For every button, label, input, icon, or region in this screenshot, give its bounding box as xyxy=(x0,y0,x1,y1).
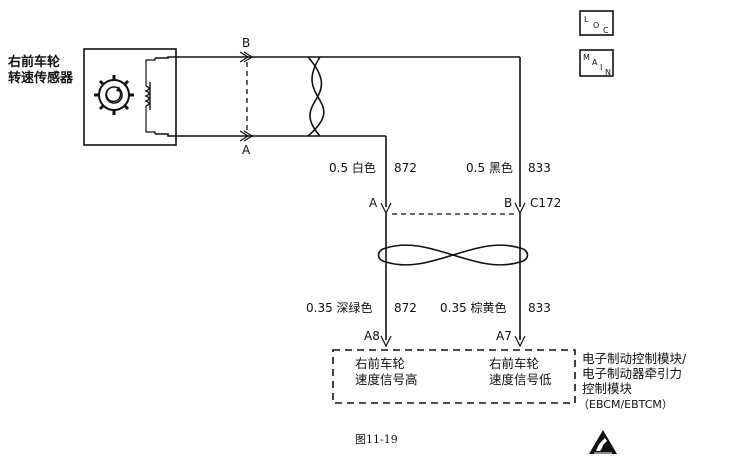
module-name-line4: （EBCM/EBTCM） xyxy=(578,398,673,411)
module-name-line2: 电子制动器牵引力 xyxy=(582,366,682,381)
wire-right-lower-spec: 0.35 棕黄色 xyxy=(440,300,507,315)
twisted-pair-vertical xyxy=(307,56,325,137)
sensor-name-line2: 转速传感器 xyxy=(8,70,74,86)
figure-caption: 图11-19 xyxy=(355,433,398,446)
svg-text:I: I xyxy=(600,63,602,72)
module-pin-a7: A7 xyxy=(496,329,512,343)
wheel-speed-sensor xyxy=(83,48,177,146)
svg-text:M: M xyxy=(583,53,590,62)
signal-high-line1: 右前车轮 xyxy=(355,356,405,371)
module-name-line1: 电子制动控制模块/ xyxy=(582,351,687,366)
wire-left-lower-spec: 0.35 深绿色 xyxy=(306,300,373,315)
sensor-name-line1: 右前车轮 xyxy=(7,54,60,70)
c172-pin-b: B xyxy=(504,196,512,210)
svg-text:O: O xyxy=(593,21,599,30)
signal-low-line2: 速度信号低 xyxy=(489,372,552,387)
sensor-wires xyxy=(176,51,521,207)
reluctor-wheel-icon xyxy=(94,75,134,115)
sensor-terminal-a: A xyxy=(242,143,251,157)
wire-left-lower-circuit: 872 xyxy=(394,301,417,315)
pickup-coil-icon xyxy=(144,58,156,134)
module-name-line3: 控制模块 xyxy=(582,381,633,396)
sensor-terminal-b: B xyxy=(242,36,250,50)
svg-text:L: L xyxy=(584,15,589,24)
svg-text:A: A xyxy=(592,58,598,67)
svg-text:N: N xyxy=(605,68,611,77)
wire-left-upper-circuit: 872 xyxy=(394,161,417,175)
wire-left-upper-spec: 0.5 白色 xyxy=(329,160,376,175)
c172-label: C172 xyxy=(530,196,561,210)
ebcm-module-box xyxy=(332,349,576,404)
twisted-pair-horizontal xyxy=(385,244,521,266)
esd-warning-icon xyxy=(589,430,617,454)
sensor-housing xyxy=(83,48,177,146)
svg-text:C: C xyxy=(603,26,609,35)
harness-wires xyxy=(385,213,521,340)
loc-icon: L O C xyxy=(579,10,614,36)
wire-right-upper-spec: 0.5 黑色 xyxy=(466,161,513,175)
c172-pin-a: A xyxy=(369,196,378,210)
signal-low-line1: 右前车轮 xyxy=(489,356,539,371)
main-icon: M A I N xyxy=(579,49,614,77)
module-pin-a8: A8 xyxy=(364,329,380,343)
wire-right-upper-circuit: 833 xyxy=(528,161,551,175)
wire-right-lower-circuit: 833 xyxy=(528,301,551,315)
signal-high-line2: 速度信号高 xyxy=(355,372,418,387)
